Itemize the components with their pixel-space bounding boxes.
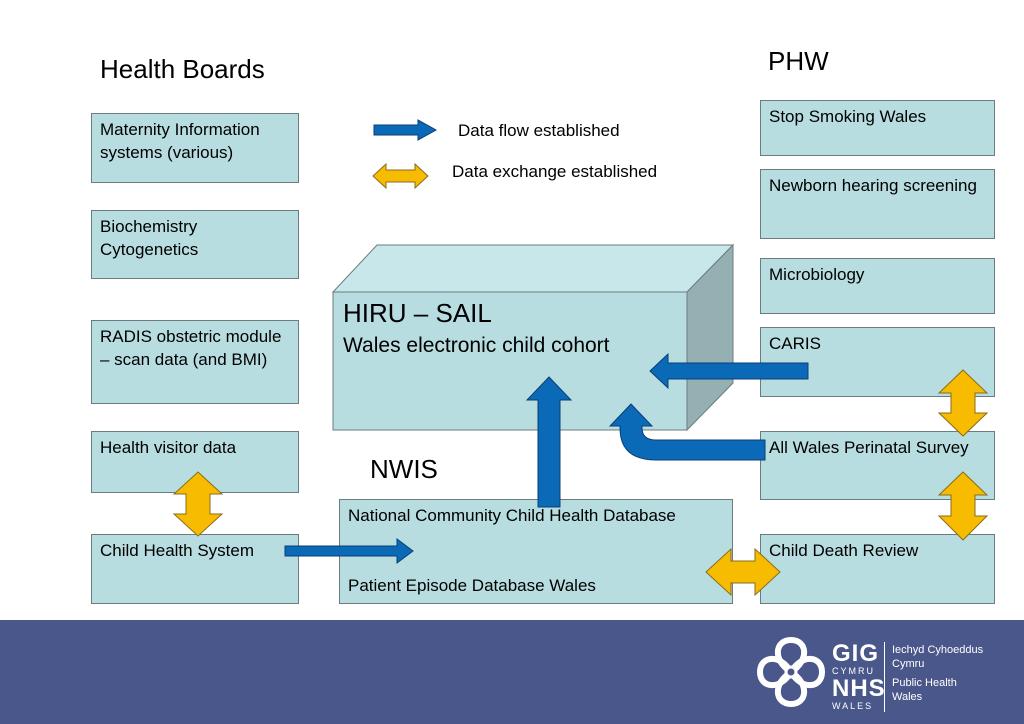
nwis-heading: NWIS — [370, 454, 438, 484]
stop-smoking-box: Stop Smoking Wales — [760, 100, 995, 156]
newborn-hearing-box: Newborn hearing screening — [760, 169, 995, 239]
biochemistry-box: Biochemistry Cytogenetics — [91, 210, 299, 279]
logo-divider — [884, 642, 885, 712]
radis-box: RADIS obstetric module – scan data (and … — [91, 320, 299, 404]
ncchd-label: National Community Child Health Database — [348, 506, 676, 525]
nhs-wales-knot-icon — [756, 636, 826, 708]
logo-welsh-name-line2: Cymru — [892, 658, 925, 670]
child-death-review-box: Child Death Review — [760, 534, 995, 604]
logo-english-name-line2: Wales — [892, 691, 923, 703]
logo-welsh-name-line1: Iechyd Cyhoeddus — [892, 644, 984, 656]
pedw-label: Patient Episode Database Wales — [348, 576, 596, 595]
logo-english-name-line1: Public Health — [892, 677, 957, 689]
phw-heading: PHW — [768, 46, 829, 76]
footer-band: GIG CYMRU NHS WALES Iechyd Cyhoeddus Cym… — [0, 620, 1024, 724]
microbiology-box: Microbiology — [760, 258, 995, 314]
perinatal-child-death-exchange-arrow — [937, 471, 989, 541]
logo-cymru: CYMRU — [832, 666, 875, 676]
perinatal-to-hiru-arrow — [608, 403, 766, 461]
caris-to-hiru-arrow — [649, 352, 809, 390]
child-health-to-nwis-arrow — [284, 538, 414, 564]
logo-nhs: NHS — [832, 675, 886, 702]
maternity-information-box: Maternity Information systems (various) — [91, 113, 299, 183]
caris-perinatal-exchange-arrow — [937, 369, 989, 437]
hiru-box-top-face — [331, 244, 735, 293]
legend-exchange-arrow — [372, 162, 429, 190]
logo-wales: WALES — [832, 701, 874, 711]
legend-flow-label: Data flow established — [458, 121, 620, 140]
legend-flow-arrow — [373, 119, 438, 141]
nwis-child-death-exchange-arrow — [705, 547, 781, 597]
perinatal-survey-box: All Wales Perinatal Survey — [760, 431, 995, 500]
hiru-title: HIRU – SAIL — [343, 298, 492, 328]
hiru-subtitle: Wales electronic child cohort — [343, 334, 610, 357]
health-visitor-child-health-exchange-arrow — [172, 471, 224, 537]
legend-exchange-label: Data exchange established — [452, 162, 658, 181]
health-boards-heading: Health Boards — [100, 54, 265, 84]
nwis-to-hiru-arrow — [525, 376, 573, 508]
child-health-system-box: Child Health System — [91, 534, 299, 604]
logo-gig: GIG — [832, 640, 880, 667]
